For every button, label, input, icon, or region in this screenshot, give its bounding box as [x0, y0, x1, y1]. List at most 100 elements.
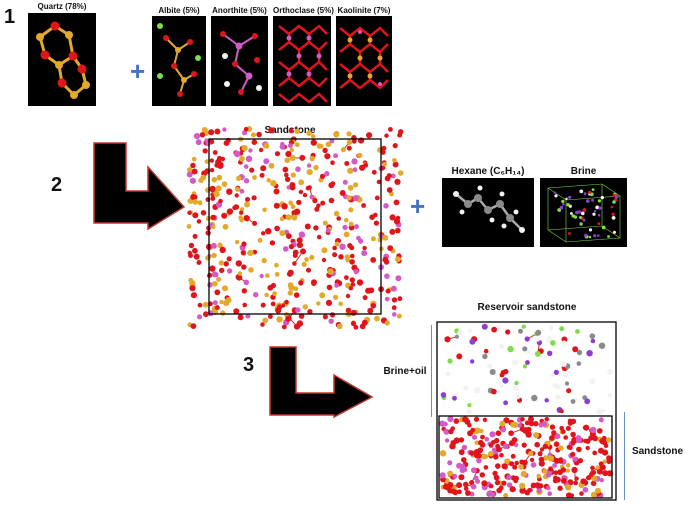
atom-dot — [513, 475, 519, 482]
atom-dot — [537, 451, 543, 457]
atom-dot — [509, 461, 515, 467]
atom-dot — [342, 224, 348, 231]
atom-dot — [598, 342, 606, 349]
atom-dot — [590, 491, 597, 498]
atom-dot — [528, 416, 534, 423]
atom-dot — [602, 449, 609, 456]
atom-dot — [359, 164, 366, 171]
atom-dot — [367, 307, 374, 314]
atom-dot — [235, 186, 240, 192]
atom-dot — [189, 285, 196, 292]
atom-dot — [579, 189, 584, 194]
atom-dot — [480, 453, 487, 460]
atom-dot — [553, 441, 560, 447]
atom-dot — [234, 193, 239, 198]
atom-dot — [263, 142, 270, 149]
atom-dot — [288, 200, 294, 206]
atom-dot — [313, 225, 319, 231]
sandstone-bracket — [624, 412, 625, 500]
atom-dot — [287, 282, 294, 289]
atom-dot — [287, 269, 294, 276]
atom-dot — [613, 230, 616, 234]
atom-dot — [557, 469, 563, 476]
atom-dot — [470, 483, 477, 490]
atom-dot — [533, 421, 539, 427]
atom-dot — [591, 188, 595, 191]
atom-dot — [512, 359, 519, 366]
atom-dot — [470, 427, 476, 433]
atom-dot — [361, 203, 366, 208]
atom-dot — [298, 313, 305, 319]
atom-dot — [311, 280, 317, 286]
atom-dot — [243, 164, 249, 169]
atom-dot — [535, 329, 542, 336]
atom-dot — [298, 179, 305, 186]
atom-dot — [559, 205, 564, 210]
brine-panel — [540, 178, 627, 247]
atom-dot — [288, 143, 293, 148]
atom-dot — [588, 228, 593, 232]
atom-dot — [612, 193, 616, 197]
atom-dot — [453, 418, 460, 424]
atom-dot — [566, 388, 572, 394]
atom-dot — [245, 313, 251, 319]
atom-dot — [309, 155, 315, 162]
atom-dot — [393, 218, 401, 225]
atom-dot — [374, 195, 380, 201]
atom-dot — [248, 267, 254, 273]
atom-dot — [575, 210, 579, 215]
mineral-label-orthoclase: Orthoclase (5%) — [273, 6, 334, 15]
atom-dot — [274, 272, 280, 277]
atom-dot — [187, 210, 192, 215]
atom-dot — [504, 458, 511, 465]
atom-dot — [519, 482, 526, 489]
albite-structure-image — [157, 23, 201, 97]
atom-dot — [524, 420, 530, 426]
atom-dot — [237, 314, 244, 321]
atom-dot — [444, 336, 451, 343]
atom-dot — [564, 381, 570, 386]
atom-dot — [462, 416, 468, 423]
atom-dot — [333, 131, 340, 138]
atom-dot — [239, 210, 244, 215]
atom-dot — [508, 440, 515, 447]
atom-dot — [210, 214, 216, 221]
atom-dot — [282, 246, 289, 252]
atom-dot — [557, 208, 562, 212]
atom-dot — [478, 439, 484, 446]
atom-dot — [559, 409, 564, 414]
atom-dot — [555, 476, 561, 483]
atom-dot — [261, 257, 267, 264]
atom-dot — [286, 233, 292, 239]
atom-dot — [592, 212, 596, 216]
atom-dot — [226, 256, 232, 262]
atom-dot — [241, 264, 247, 270]
orthoclase-panel — [273, 16, 331, 106]
atom-dot — [370, 257, 377, 263]
atom-dot — [579, 216, 582, 219]
atom-dot — [591, 198, 595, 202]
atom-dot — [480, 434, 485, 440]
atom-dot — [570, 431, 576, 438]
atom-dot — [351, 158, 358, 165]
atom-dot — [239, 207, 245, 212]
atom-dot — [506, 482, 513, 488]
atom-dot — [457, 329, 464, 336]
atom-dot — [214, 289, 221, 296]
atom-dot — [557, 485, 563, 491]
atom-dot — [347, 184, 354, 191]
step-1-label: 1 — [4, 6, 16, 28]
atom-dot — [286, 185, 291, 190]
atom-dot — [397, 296, 403, 302]
atom-dot — [527, 488, 532, 493]
atom-dot — [489, 431, 496, 438]
atom-dot — [597, 428, 603, 434]
atom-dot — [338, 301, 343, 307]
atom-dot — [309, 254, 315, 260]
atom-dot — [196, 219, 202, 224]
atom-dot — [301, 261, 307, 267]
atom-dot — [306, 163, 312, 168]
atom-dot — [371, 169, 377, 175]
atom-dot — [582, 425, 588, 430]
atom-dot — [592, 450, 598, 456]
